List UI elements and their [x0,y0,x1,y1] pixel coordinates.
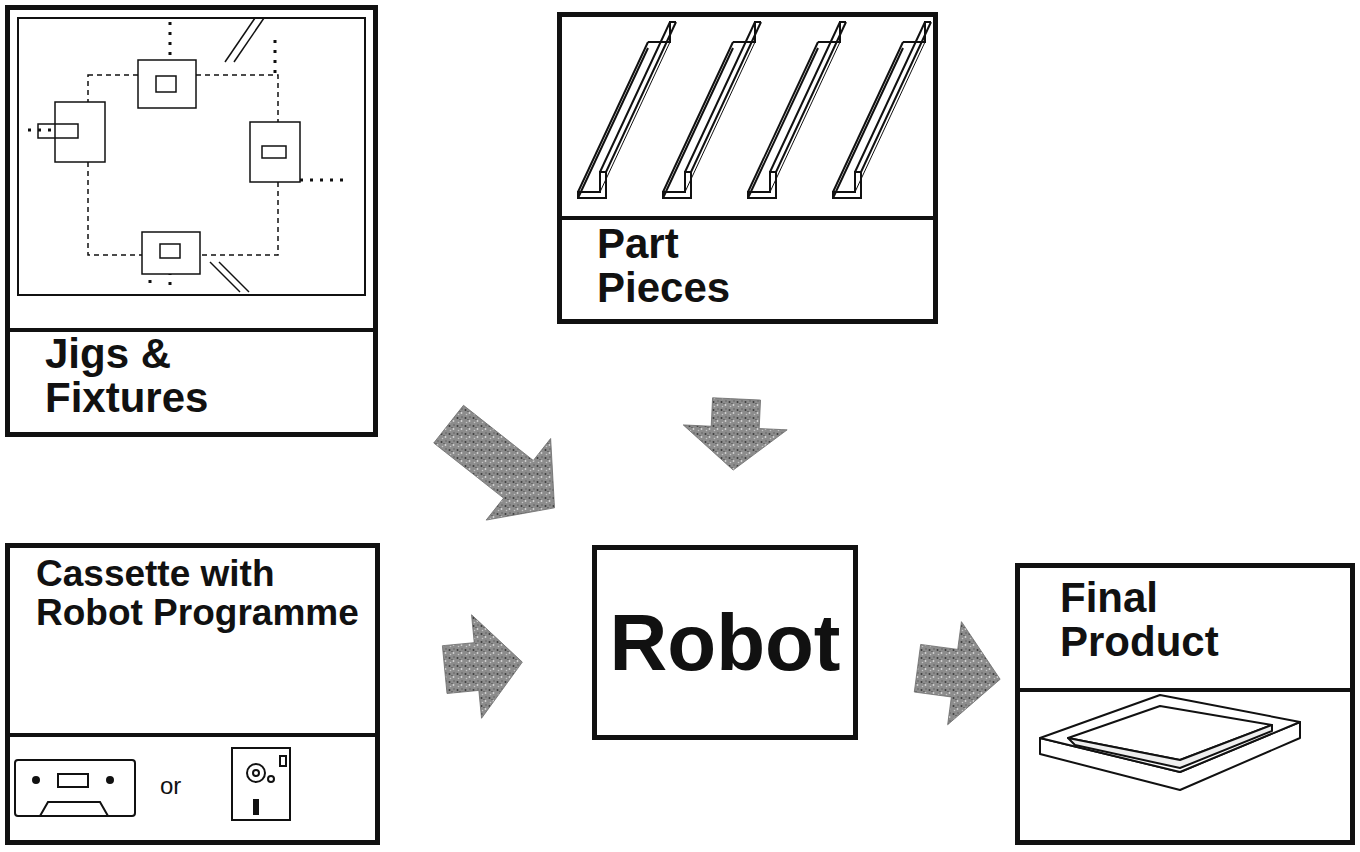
floppy-icon [280,756,286,766]
jig-drawing [156,76,176,92]
plain-label: or [160,772,181,800]
angle-profile [578,22,931,198]
jigs-box: Jigs & Fixtures [5,5,378,437]
jig-drawing [225,18,255,62]
angle-profile [770,42,840,192]
divider-line [5,733,380,737]
floppy-icon [268,776,274,782]
angle-profile [776,22,846,172]
jig-drawing [28,129,58,132]
jig-drawing [18,18,365,295]
jig-drawing [219,262,249,292]
divider-line [1015,688,1355,692]
jig-drawing [210,262,240,292]
floppy-icon [254,800,258,814]
cassette-icon [15,760,135,816]
box-title: Cassette with Robot Programme [36,554,376,632]
angle-profile [833,42,903,192]
jig-drawing [138,60,196,108]
flow-arrow [434,405,555,520]
angle-profile [748,48,818,198]
cassette-icon [40,802,108,816]
floppy-icon [247,764,265,782]
angle-profile [663,42,733,192]
angle-profile [855,22,925,172]
jig-drawing [55,102,105,162]
tray-drawing [1040,695,1300,772]
product-box: Final Product [1015,563,1355,845]
angle-profile [685,42,755,192]
cassette-icon [58,774,88,787]
cassette-icon [33,777,39,783]
jig-drawing [142,232,200,274]
box-title: Final Product [1060,576,1300,664]
box-title: Part Pieces [597,222,817,310]
box-title: Jigs & Fixtures [45,332,285,420]
angle-profile [663,48,733,198]
tray-drawing [1068,706,1272,760]
angle-profile [578,42,648,192]
tray-drawing [1040,695,1300,790]
jig-drawing [262,146,286,158]
tray-drawing [1068,725,1272,768]
cassette-icon [107,777,113,783]
divider-line [557,216,938,220]
angle-profile [770,22,840,172]
jig-drawing [234,18,264,62]
angle-profile [855,42,925,192]
programme-box: Cassette with Robot Programme [5,543,380,845]
jig-drawing [38,124,78,138]
flow-arrow [914,622,1000,725]
flow-arrow [683,398,787,470]
angle-profile [748,42,818,192]
jig-drawing [250,122,300,182]
angle-profile [861,22,931,172]
angle-profile [600,42,670,192]
floppy-icon [232,748,290,820]
jig-drawing [160,244,180,258]
jig-drawing [18,18,365,295]
flow-arrow [442,615,522,719]
jig-drawing [300,179,350,182]
floppy-icon [253,770,259,776]
floppy-icon [232,748,290,820]
angle-profile [691,22,761,172]
angle-profile [685,22,755,172]
jig-drawing [169,22,172,60]
box-title: Robot [609,599,840,687]
angle-profile [833,48,903,198]
angle-profile [606,22,676,172]
angle-profile [600,22,670,172]
angle-profile [578,48,648,198]
parts-box: Part Pieces [557,12,938,324]
cassette-icon [15,760,135,816]
robot-box: Robot [592,545,858,740]
jig-drawing [274,40,277,80]
